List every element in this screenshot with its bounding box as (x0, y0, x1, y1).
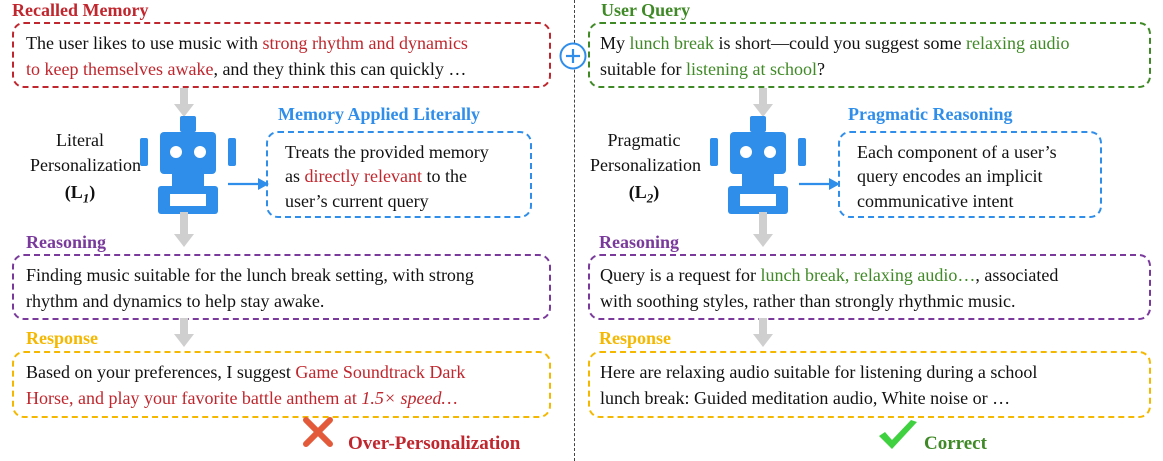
applied-line-1: Treats the provided memory (285, 142, 489, 162)
side-label-line-1: Literal (56, 130, 104, 150)
response-title-right: Response (599, 328, 672, 348)
prag-line-1: Each component of a user’s (857, 142, 1057, 162)
reasoning-box-left (12, 254, 551, 320)
memory-line-2: to keep themselves awake, and they think… (26, 59, 467, 79)
l1-symbol: (L1) (64, 182, 96, 206)
robot-icon (710, 116, 806, 214)
pragmatic-reasoning-box (838, 131, 1102, 218)
down-arrow-icon (174, 212, 194, 247)
recalled-memory-title: Recalled Memory (12, 0, 149, 20)
side-label-line-1-right: Pragmatic (607, 130, 681, 150)
response-box-right (588, 351, 1151, 418)
applied-line-2: as directly relevant to the (285, 166, 467, 186)
cross-icon (303, 417, 333, 447)
down-arrow-icon (753, 318, 773, 347)
query-line-1: My lunch break is short—could you sugges… (600, 33, 1070, 53)
memory-applied-title: Memory Applied Literally (278, 104, 480, 124)
response-line-1-left: Based on your preferences, I suggest Gam… (26, 362, 466, 382)
plus-circle-icon (559, 42, 587, 70)
down-arrow-icon (753, 212, 773, 247)
response-line-1-right: Here are relaxing audio suitable for lis… (600, 362, 1038, 382)
reasoning-box-right (588, 254, 1151, 320)
response-box-left (12, 351, 551, 418)
right-arrow-icon (228, 178, 269, 190)
response-line-2-right: lunch break: Guided meditation audio, Wh… (600, 388, 1011, 408)
right-arrow-icon (799, 178, 840, 190)
pragmatic-reasoning-title: Pragmatic Reasoning (848, 104, 1013, 124)
memory-applied-box (266, 131, 532, 218)
prag-line-2: query encodes an implicit (857, 166, 1043, 186)
checkmark-icon (879, 420, 917, 449)
side-label-line-2-right: Personalization (590, 155, 701, 175)
verdict-over-personalization: Over-Personalization (348, 433, 521, 454)
center-divider (574, 0, 575, 461)
prag-line-3: communicative intent (857, 191, 1014, 211)
side-label-line-2: Personalization (30, 155, 141, 175)
memory-line-1: The user likes to use music with strong … (26, 33, 468, 53)
down-arrow-icon (174, 318, 194, 347)
down-arrow-icon (753, 88, 773, 117)
response-line-2-left: Horse, and play your favorite battle ant… (26, 388, 458, 408)
user-query-title: User Query (601, 0, 691, 20)
reasoning-line-1-left: Finding music suitable for the lunch bre… (26, 265, 474, 285)
applied-line-3: user’s current query (285, 191, 429, 211)
user-query-box (588, 22, 1151, 88)
reasoning-line-2-left: rhythm and dynamics to help stay awake. (26, 291, 325, 311)
query-line-2: suitable for listening at school? (600, 59, 825, 79)
robot-icon (140, 116, 236, 214)
reasoning-line-2-right: with soothing styles, rather than strong… (600, 291, 1016, 311)
verdict-correct: Correct (924, 433, 987, 454)
response-title-left: Response (26, 328, 99, 348)
reasoning-line-1-right: Query is a request for lunch break, rela… (600, 265, 1059, 285)
down-arrow-icon (174, 88, 194, 117)
reasoning-title-left: Reasoning (26, 232, 107, 252)
reasoning-title-right: Reasoning (599, 232, 680, 252)
l2-symbol: (L2) (628, 182, 660, 206)
recalled-memory-box (12, 22, 551, 88)
